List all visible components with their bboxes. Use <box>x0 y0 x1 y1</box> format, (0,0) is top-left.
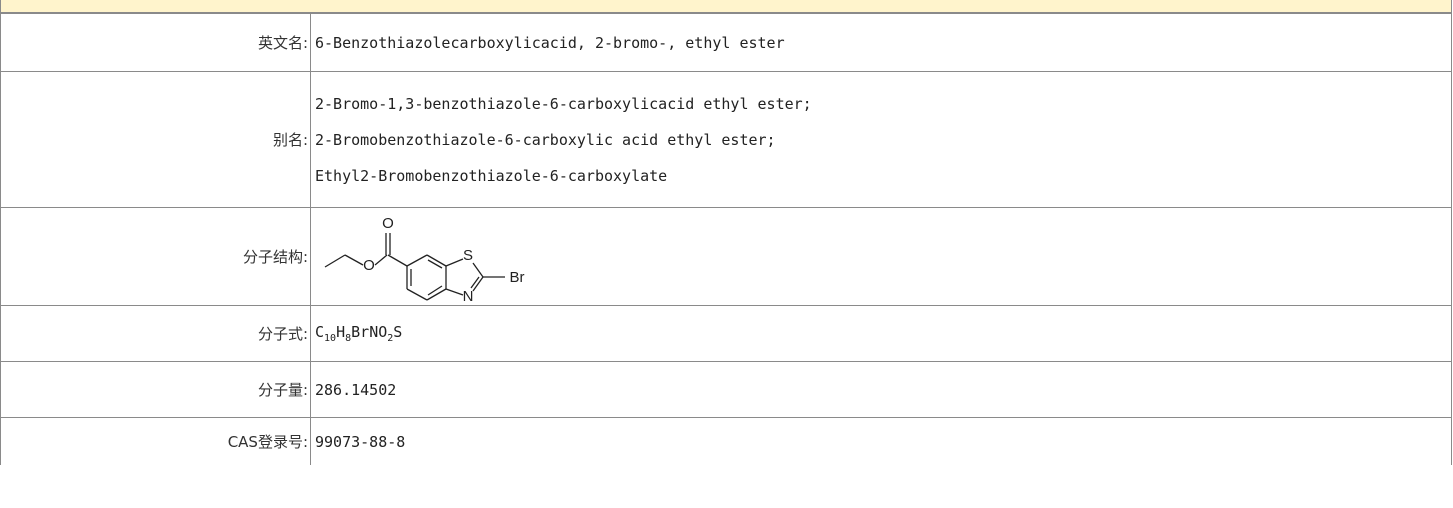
compound-info-table: 英文名: 6-Benzothiazolecarboxylicacid, 2-br… <box>0 13 1452 465</box>
bond <box>426 287 447 301</box>
atom-label: O <box>363 257 375 274</box>
alias-item: 2-Bromobenzothiazole-6-carboxylic acid e… <box>315 130 776 149</box>
cas-value: 99073-88-8 <box>310 417 1452 465</box>
formula-part: C <box>315 323 325 341</box>
mol-weight-value: 286.14502 <box>310 361 1452 418</box>
bond <box>344 253 364 266</box>
english-name-label: 英文名: <box>0 13 311 72</box>
bond <box>445 287 464 296</box>
formula-label: 分子式: <box>0 305 311 362</box>
atom-label: O <box>382 215 394 232</box>
bond <box>406 287 428 301</box>
row-formula: 分子式: C10H8BrNO2S <box>0 305 1452 362</box>
alias-item: Ethyl2-Bromobenzothiazole-6-carboxylate <box>315 166 668 185</box>
alias-item: 2-Bromo-1,3-benzothiazole-6-carboxylicac… <box>315 94 812 113</box>
bond <box>406 253 428 267</box>
bond <box>426 253 447 267</box>
atom-label: S <box>463 247 473 264</box>
bond <box>324 253 346 268</box>
atom-label: Br <box>510 269 525 286</box>
bond <box>445 257 464 267</box>
formula-subscript: 10 <box>324 333 337 344</box>
row-cas: CAS登录号: 99073-88-8 <box>0 417 1452 465</box>
row-structure: 分子结构: <box>0 207 1452 306</box>
formula-part: BrNO <box>351 323 388 341</box>
structure-label: 分子结构: <box>0 207 311 306</box>
mol-weight-label: 分子量: <box>0 361 311 418</box>
formula-subscript: 2 <box>387 333 394 344</box>
header-bar <box>0 0 1452 13</box>
cas-label: CAS登录号: <box>0 417 311 465</box>
formula-part: H <box>336 323 346 341</box>
bond <box>472 262 484 277</box>
row-english-name: 英文名: 6-Benzothiazolecarboxylicacid, 2-br… <box>0 13 1452 72</box>
row-molecular-weight: 分子量: 286.14502 <box>0 361 1452 418</box>
structure-value: O O S N Br <box>310 207 1452 306</box>
bond <box>470 276 480 288</box>
bond <box>387 253 408 267</box>
formula-part: S <box>393 323 403 341</box>
english-name-value: 6-Benzothiazolecarboxylicacid, 2-bromo-,… <box>310 13 1452 72</box>
aliases-label: 别名: <box>0 71 311 208</box>
bond <box>427 284 443 296</box>
bond <box>427 258 443 269</box>
row-aliases: 别名: 2-Bromo-1,3-benzothiazole-6-carboxyl… <box>0 71 1452 208</box>
aliases-value: 2-Bromo-1,3-benzothiazole-6-carboxylicac… <box>310 71 1452 208</box>
formula-subscript: 8 <box>345 333 352 344</box>
bond <box>472 276 484 291</box>
molecule-structure-image: O O S N Br <box>324 215 525 303</box>
formula-value: C10H8BrNO2S <box>310 305 1452 362</box>
atom-label: N <box>463 288 474 303</box>
bond <box>374 254 388 265</box>
